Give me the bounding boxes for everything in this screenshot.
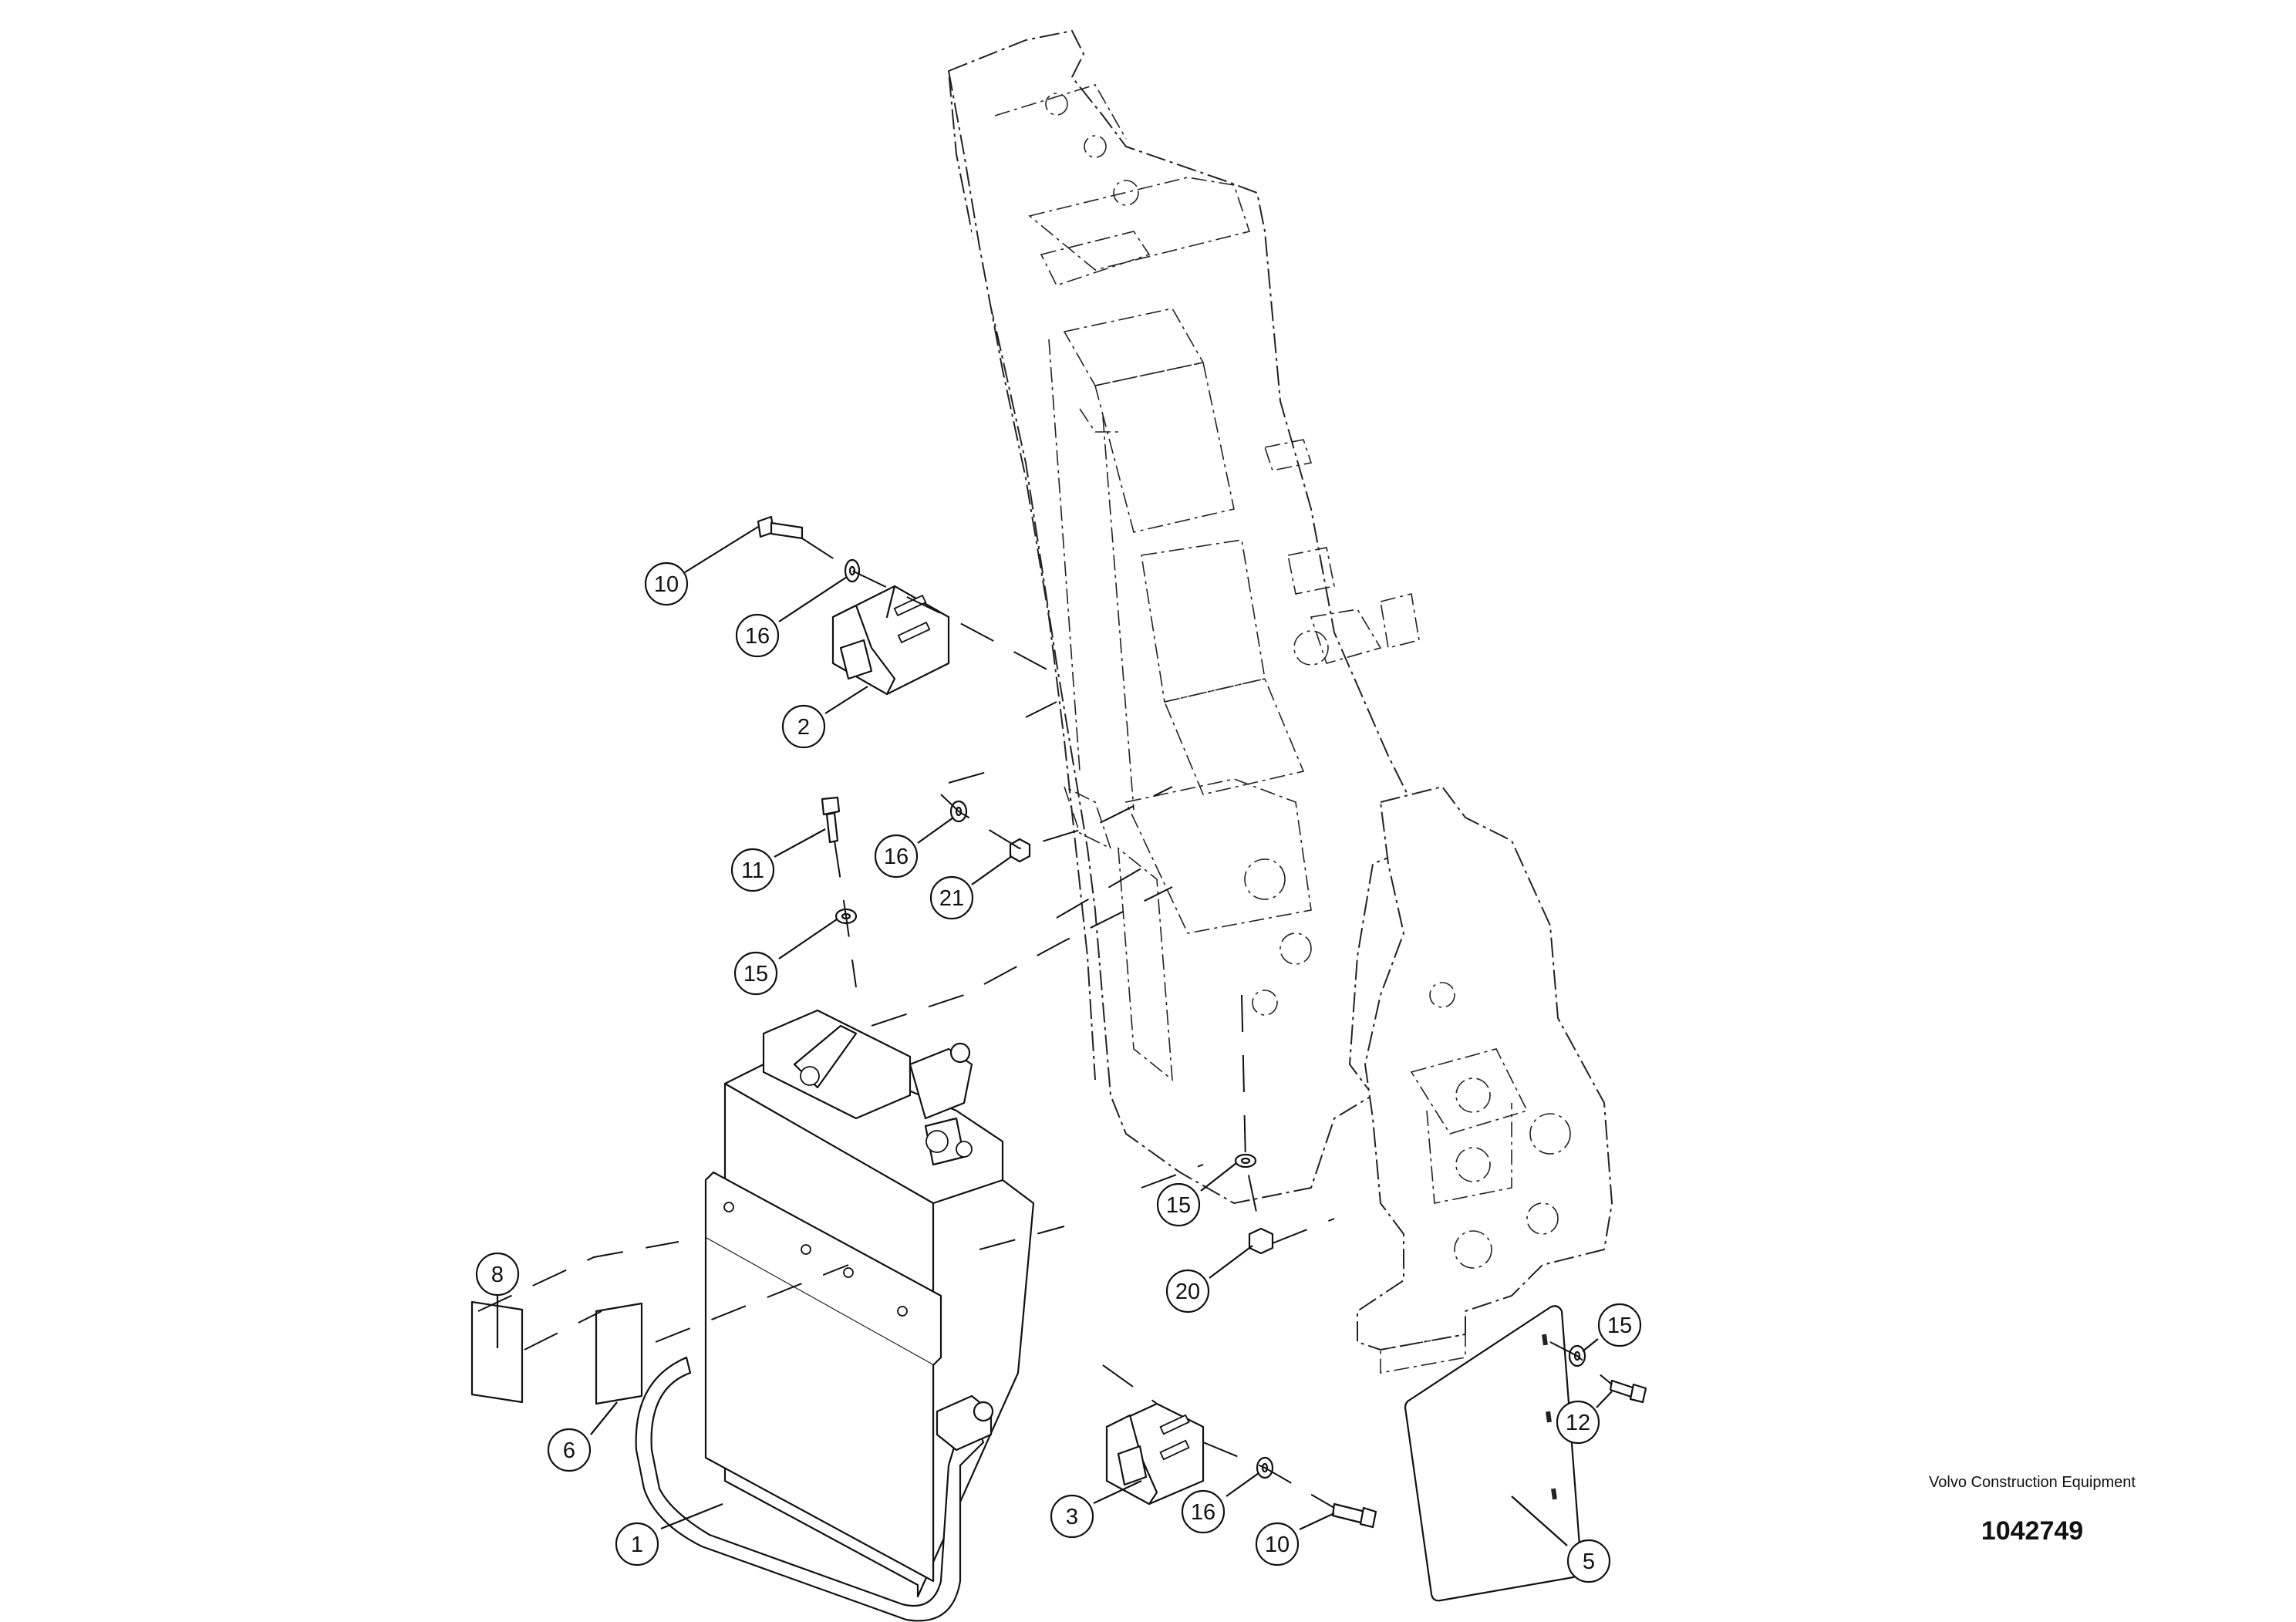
callout-circle — [874, 834, 919, 878]
assembly-lines — [477, 538, 1613, 1509]
callout-circle — [644, 561, 689, 606]
callout-2: 2 — [781, 704, 826, 749]
callout-15: 15 — [1156, 1182, 1201, 1227]
callout-number: 2 — [797, 715, 810, 740]
callout-21: 21 — [929, 875, 974, 920]
decal-8 — [470, 1300, 524, 1404]
machine-frame-outline — [948, 30, 1420, 1204]
drawing-number: 1042749 — [1981, 1516, 2084, 1546]
callout-number: 15 — [743, 962, 768, 986]
callout-circle — [1556, 1400, 1600, 1445]
callout-12: 12 — [1556, 1400, 1600, 1445]
callout-number: 3 — [1066, 1505, 1078, 1529]
latch-bracket-lower — [1105, 1402, 1205, 1506]
box-assembly — [635, 1009, 1035, 1622]
callout-number: 20 — [1175, 1280, 1200, 1304]
callout-number: 16 — [1191, 1500, 1215, 1525]
callout-number: 21 — [939, 886, 964, 911]
swing-bracket-outline — [1357, 786, 1613, 1374]
callout-circle — [730, 848, 775, 892]
fasteners — [757, 515, 1647, 1529]
callout-circle — [1165, 1269, 1210, 1313]
callout-circle — [475, 1252, 520, 1297]
callout-3: 3 — [1050, 1494, 1094, 1539]
callout-number: 16 — [745, 624, 770, 649]
callout-number: 6 — [563, 1438, 575, 1463]
callout-circle — [733, 951, 778, 996]
callout-circle — [1255, 1522, 1300, 1566]
callout-circle — [547, 1428, 592, 1472]
callout-20: 20 — [1165, 1269, 1210, 1313]
callout-1: 1 — [615, 1522, 659, 1566]
callout-10: 10 — [1255, 1522, 1300, 1566]
callout-circle — [1597, 1303, 1642, 1347]
callout-circle — [615, 1522, 659, 1566]
callout-number: 12 — [1566, 1411, 1590, 1435]
callout-6: 6 — [547, 1428, 592, 1472]
callout-15: 15 — [733, 951, 778, 996]
latch-bracket-upper — [831, 585, 950, 696]
callout-circle — [929, 875, 974, 920]
callout-number: 10 — [1265, 1533, 1290, 1557]
callout-circle — [1566, 1539, 1611, 1583]
callout-16: 16 — [735, 613, 780, 658]
callout-number: 15 — [1607, 1313, 1632, 1338]
callout-number: 16 — [884, 845, 909, 869]
callout-11: 11 — [730, 848, 775, 892]
callout-circle — [1156, 1182, 1201, 1227]
callout-16: 16 — [1181, 1489, 1226, 1534]
callout-leaders — [496, 526, 1613, 1546]
callout-number: 10 — [654, 572, 679, 597]
callout-circle — [735, 613, 780, 658]
callout-number: 8 — [491, 1263, 504, 1287]
callout-16: 16 — [874, 834, 919, 878]
callout-5: 5 — [1566, 1539, 1611, 1583]
callout-circle — [781, 704, 826, 749]
callout-circle — [1050, 1494, 1094, 1539]
callout-15: 15 — [1597, 1303, 1642, 1347]
callout-number: 1 — [631, 1533, 643, 1557]
callout-number: 5 — [1583, 1549, 1595, 1574]
decal-6 — [595, 1302, 643, 1405]
manufacturer-label: Volvo Construction Equipment — [1929, 1474, 2136, 1491]
cover-plate — [1404, 1305, 1583, 1602]
callout-bubbles: 10 16 2 11 16 21 15 15 20 8 6 1 3 16 10 15 12 5 — [475, 561, 1642, 1583]
callout-number: 11 — [741, 858, 764, 883]
callout-8: 8 — [475, 1252, 520, 1297]
callout-number: 15 — [1166, 1193, 1191, 1218]
callout-circle — [1181, 1489, 1226, 1534]
callout-10: 10 — [644, 561, 689, 606]
